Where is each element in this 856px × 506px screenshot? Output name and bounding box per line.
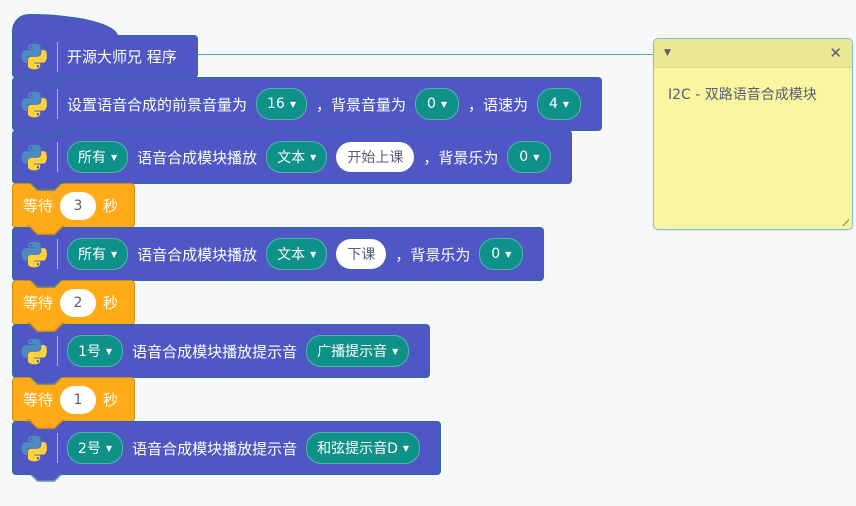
block-label: 语音合成模块播放: [137, 148, 258, 167]
block-label: 秒: [103, 197, 119, 215]
python-icon: [21, 91, 48, 118]
block-label: 等待: [23, 197, 54, 215]
chevron-down-icon: ▼: [392, 347, 399, 356]
icon-separator: [57, 41, 58, 72]
chevron-down-icon: ▼: [505, 250, 512, 259]
python-icon: [21, 144, 48, 171]
block-label: ，语速为: [468, 95, 529, 114]
chevron-down-icon: ▼: [111, 250, 118, 259]
block-tab: [27, 375, 65, 385]
chevron-down-icon: ▼: [310, 250, 317, 259]
dropdown-background-volume[interactable]: 0 ▼: [415, 88, 460, 120]
block-label: 秒: [103, 391, 119, 409]
dropdown-target-module-4[interactable]: 2号 ▼: [67, 432, 124, 464]
block-label: ，背景乐为: [423, 148, 499, 167]
script-stack: 开源大师兄 程序 设置语音合成的前景音量为 16 ▼ ，背景音量为 0 ▼: [12, 13, 603, 482]
chevron-down-icon: ▼: [310, 153, 317, 162]
dropdown-bgm-1[interactable]: 0 ▼: [507, 141, 552, 173]
icon-separator: [57, 433, 58, 463]
chevron-down-icon: ▼: [562, 100, 570, 109]
block-wait-3[interactable]: 等待 1 秒: [12, 377, 136, 429]
close-icon[interactable]: ✕: [829, 44, 842, 62]
resize-handle[interactable]: [839, 216, 849, 226]
dropdown-tone-1[interactable]: 广播提示音 ▼: [306, 335, 410, 367]
text-input-1[interactable]: 开始上课: [336, 142, 415, 172]
comment-header[interactable]: ▼ ✕: [654, 39, 852, 68]
icon-separator: [57, 336, 58, 366]
dropdown-tone-2[interactable]: 和弦提示音D ▼: [306, 432, 421, 464]
block-tab: [27, 128, 65, 138]
block-label: 等待: [23, 294, 54, 312]
python-icon: [21, 338, 48, 365]
python-icon: [21, 435, 48, 462]
collapse-comment-icon[interactable]: ▼: [664, 48, 671, 58]
chevron-down-icon: ▼: [105, 444, 113, 453]
block-label: 设置语音合成的前景音量为: [67, 95, 248, 114]
dropdown-bgm-2[interactable]: 0 ▼: [479, 238, 524, 270]
text-input-2[interactable]: 下课: [336, 239, 387, 269]
block-label: 语音合成模块播放提示音: [132, 342, 298, 361]
block-tab: [27, 278, 65, 288]
dropdown-foreground-volume[interactable]: 16 ▼: [256, 88, 307, 120]
block-tab: [27, 322, 65, 332]
block-wait-1[interactable]: 等待 3 秒: [12, 183, 136, 235]
dropdown-target-module-1[interactable]: 所有 ▼: [67, 141, 129, 173]
comment-connector-line: [186, 54, 653, 55]
chevron-down-icon: ▼: [533, 153, 540, 162]
python-icon: [21, 43, 48, 70]
dropdown-target-module-3[interactable]: 1号 ▼: [67, 335, 124, 367]
dropdown-target-module-2[interactable]: 所有 ▼: [67, 238, 129, 270]
chevron-down-icon: ▼: [111, 153, 118, 162]
wait-seconds-input[interactable]: 2: [60, 288, 97, 317]
block-play-text-2[interactable]: 所有 ▼ 语音合成模块播放 文本 ▼ 下课 ，背景乐为 0 ▼: [12, 227, 545, 288]
chevron-down-icon: ▼: [289, 100, 296, 109]
block-tab: [27, 225, 65, 235]
dropdown-mode-1[interactable]: 文本 ▼: [266, 141, 328, 173]
block-tab: [27, 181, 65, 191]
hat-dome: [12, 14, 118, 40]
block-play-tone-2[interactable]: 2号 ▼ 语音合成模块播放提示音 和弦提示音D ▼: [12, 421, 442, 482]
comment-body[interactable]: I2C - 双路语音合成模块: [654, 68, 852, 229]
block-label: ，背景乐为: [395, 245, 471, 264]
icon-separator: [57, 239, 58, 269]
block-label: 秒: [103, 294, 119, 312]
block-play-text-1[interactable]: 所有 ▼ 语音合成模块播放 文本 ▼ 开始上课 ，背景乐为 0 ▼: [12, 130, 573, 191]
block-set-volume[interactable]: 设置语音合成的前景音量为 16 ▼ ，背景音量为 0 ▼ ，语速为 4 ▼: [12, 77, 603, 138]
chevron-down-icon: ▼: [402, 444, 410, 453]
block-tab: [27, 75, 65, 85]
icon-separator: [57, 89, 58, 119]
icon-separator: [57, 142, 58, 172]
dropdown-speech-speed[interactable]: 4 ▼: [537, 88, 582, 120]
chevron-down-icon: ▼: [440, 100, 448, 109]
block-play-tone-1[interactable]: 1号 ▼ 语音合成模块播放提示音 广播提示音 ▼: [12, 324, 431, 385]
block-label: 等待: [23, 391, 54, 409]
wait-seconds-input[interactable]: 3: [60, 191, 97, 220]
block-label: ，背景音量为: [316, 95, 407, 114]
hat-label: 开源大师兄 程序: [67, 48, 177, 66]
wait-seconds-input[interactable]: 1: [60, 385, 97, 414]
block-tab: [27, 472, 65, 482]
comment-text[interactable]: I2C - 双路语音合成模块: [668, 87, 817, 103]
block-hat-program[interactable]: 开源大师兄 程序: [12, 14, 198, 85]
block-label: 语音合成模块播放: [137, 245, 258, 264]
python-icon: [21, 241, 48, 268]
chevron-down-icon: ▼: [105, 347, 113, 356]
dropdown-mode-2[interactable]: 文本 ▼: [266, 238, 328, 270]
block-label: 语音合成模块播放提示音: [132, 439, 298, 458]
block-wait-2[interactable]: 等待 2 秒: [12, 280, 136, 332]
comment-box[interactable]: ▼ ✕ I2C - 双路语音合成模块: [653, 38, 853, 230]
block-tab: [27, 419, 65, 429]
